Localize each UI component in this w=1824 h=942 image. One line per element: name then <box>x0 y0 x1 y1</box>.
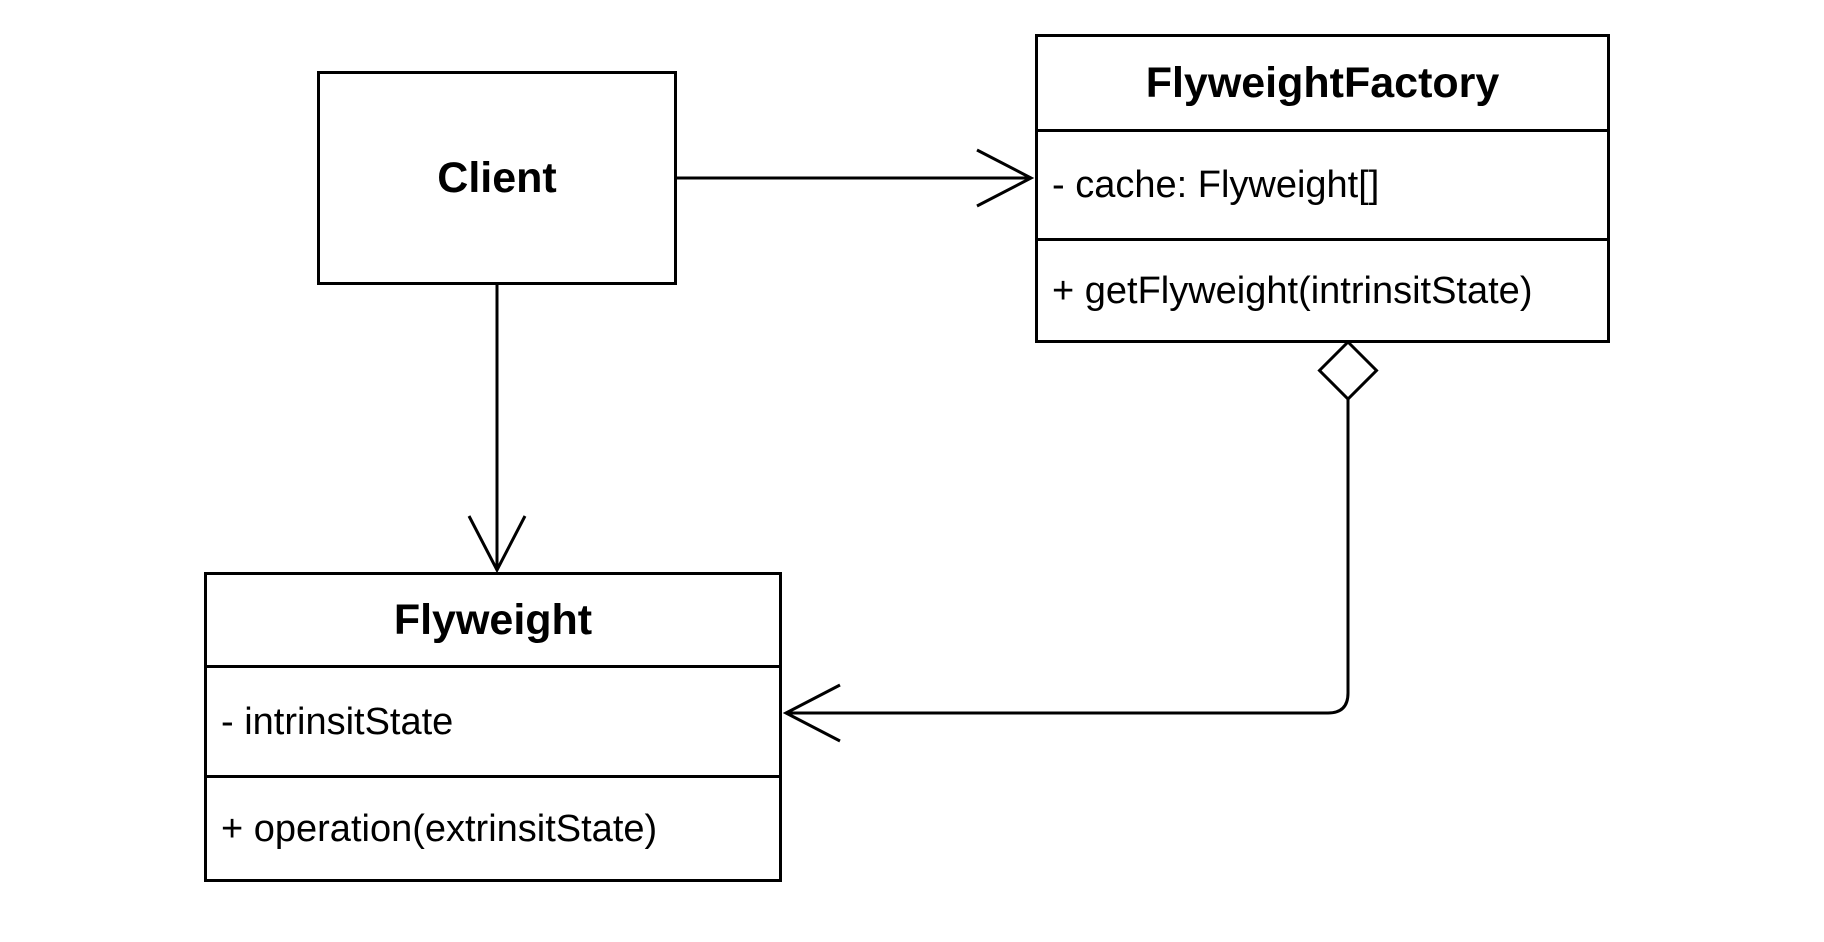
association-client-to-flyweightfactory <box>677 148 1035 208</box>
open-arrowhead-down-icon <box>467 515 527 574</box>
class-name-flyweightfactory: FlyweightFactory <box>1145 58 1500 107</box>
class-box-client: Client <box>317 71 677 285</box>
class-name-flyweight: Flyweight <box>393 595 593 644</box>
open-arrowhead-right-icon <box>976 148 1035 208</box>
association-client-to-flyweight <box>467 285 527 574</box>
aggregation-line <box>788 399 1350 715</box>
class-box-flyweightfactory: FlyweightFactory - cache: Flyweight[] + … <box>1035 34 1610 343</box>
class-attribute-cache: - cache: Flyweight[] <box>1038 129 1607 238</box>
class-box-flyweight: Flyweight - intrinsitState + operation(e… <box>204 572 782 882</box>
aggregation-flyweightfactory-to-flyweight <box>782 339 1379 743</box>
class-attribute-intrinsitstate: - intrinsitState <box>207 665 779 775</box>
class-method-getflyweight: + getFlyweight(intrinsitState) <box>1038 238 1607 340</box>
hollow-diamond-icon <box>1317 339 1379 402</box>
open-arrowhead-left-icon <box>782 683 841 743</box>
class-name-client: Client <box>437 153 557 202</box>
class-method-operation: + operation(extrinsitState) <box>207 775 779 879</box>
